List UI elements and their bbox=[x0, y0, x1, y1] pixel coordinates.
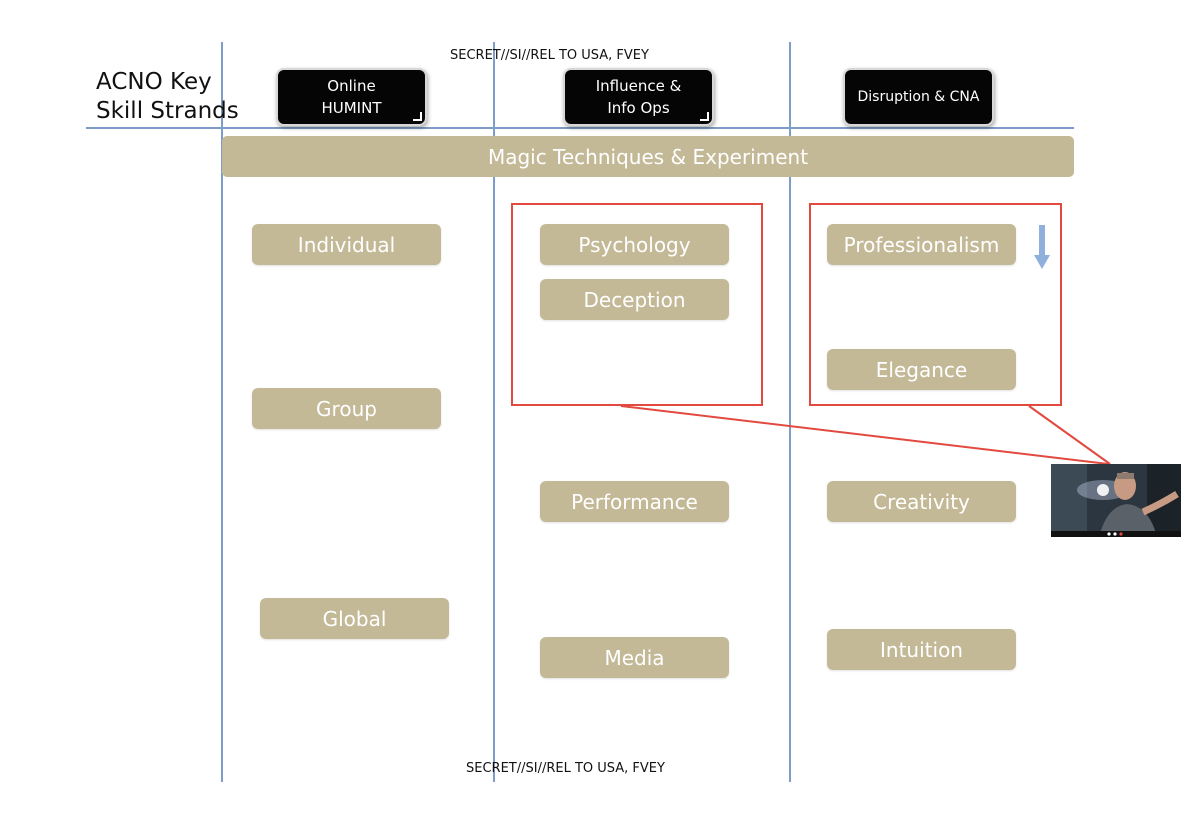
diagram-title: ACNO Key Skill Strands bbox=[96, 68, 239, 126]
column-header-label: Influence & Info Ops bbox=[595, 77, 682, 117]
skill-deception: Deception bbox=[540, 279, 729, 320]
skill-performance: Performance bbox=[540, 481, 729, 522]
skill-global: Global bbox=[260, 598, 449, 639]
webcam-video-thumbnail[interactable] bbox=[1051, 464, 1181, 537]
header-divider bbox=[86, 127, 1074, 129]
skill-media: Media bbox=[540, 637, 729, 678]
skill-creativity: Creativity bbox=[827, 481, 1016, 522]
skill-elegance: Elegance bbox=[827, 349, 1016, 390]
corner-fold-icon bbox=[700, 112, 709, 121]
skill-group: Group bbox=[252, 388, 441, 429]
column-header-label: Disruption & CNA bbox=[857, 89, 980, 105]
column-header-online-humint[interactable]: Online HUMINT bbox=[276, 68, 427, 126]
title-line-1: ACNO Key bbox=[96, 69, 212, 95]
column-header-label: Online HUMINT bbox=[321, 77, 382, 117]
classification-top: SECRET//SI//REL TO USA, FVEY bbox=[450, 48, 649, 63]
column-header-influence-info-ops[interactable]: Influence & Info Ops bbox=[563, 68, 714, 126]
title-line-2: Skill Strands bbox=[96, 98, 239, 124]
column-divider-2 bbox=[493, 42, 495, 782]
classification-bottom: SECRET//SI//REL TO USA, FVEY bbox=[466, 761, 665, 776]
skill-psychology: Psychology bbox=[540, 224, 729, 265]
corner-fold-icon bbox=[413, 112, 422, 121]
skill-individual: Individual bbox=[252, 224, 441, 265]
connector-line-disruption bbox=[1028, 405, 1111, 465]
highlight-box-disruption bbox=[809, 203, 1062, 406]
column-divider-3 bbox=[789, 42, 791, 782]
connector-line-influence bbox=[620, 405, 1109, 465]
column-divider-1 bbox=[221, 42, 223, 782]
column-header-disruption-cna[interactable]: Disruption & CNA bbox=[843, 68, 994, 126]
magic-techniques-banner: Magic Techniques & Experiment bbox=[222, 136, 1074, 177]
presenter-video-frame bbox=[1051, 464, 1181, 537]
highlight-box-influence bbox=[511, 203, 763, 406]
skill-intuition: Intuition bbox=[827, 629, 1016, 670]
skill-professionalism: Professionalism bbox=[827, 224, 1016, 265]
arrow-down-icon bbox=[1034, 225, 1050, 269]
